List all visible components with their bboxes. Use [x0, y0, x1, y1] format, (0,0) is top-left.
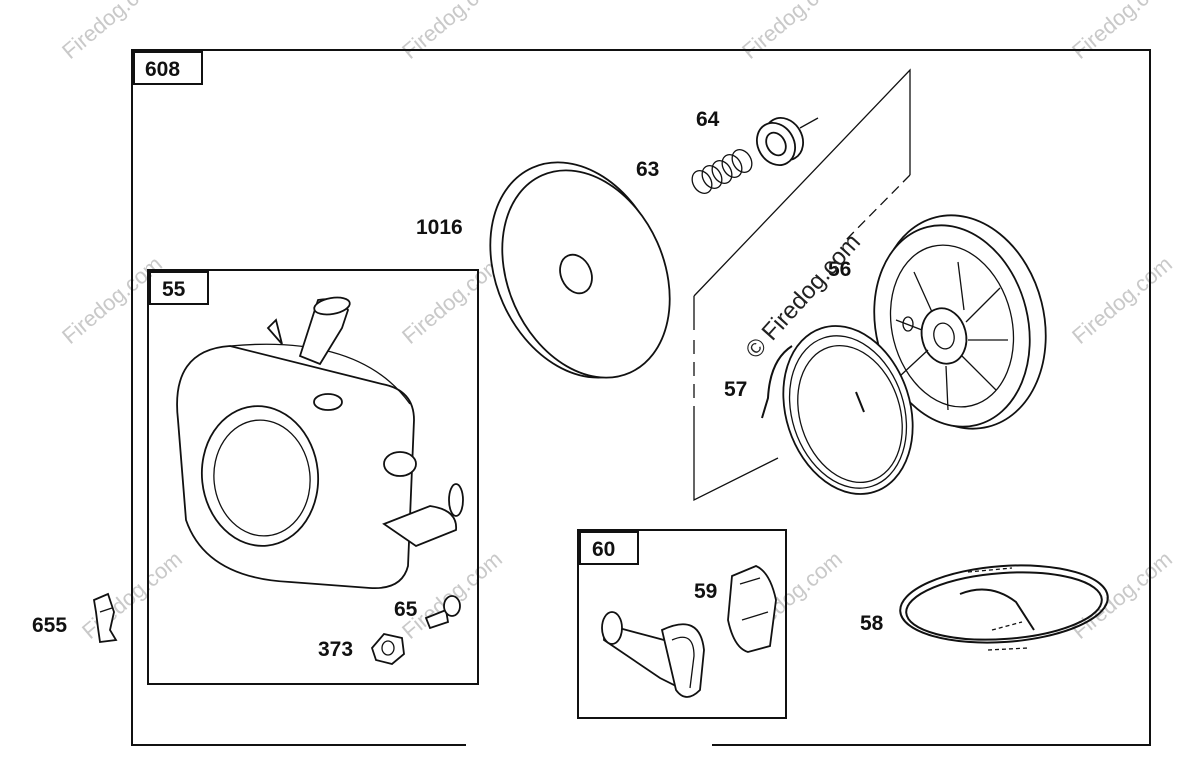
label-56: 56 — [828, 258, 851, 281]
watermark-tile: Firedog.com — [1067, 0, 1177, 64]
screw-65[interactable] — [424, 595, 461, 630]
recoil-spring-57[interactable] — [761, 309, 934, 511]
label-655: 655 — [32, 614, 67, 637]
clip-655[interactable] — [92, 592, 118, 644]
starter-housing-55[interactable] — [176, 295, 464, 589]
label-59: 59 — [694, 580, 717, 603]
handle-grip-60[interactable] — [601, 611, 705, 698]
watermark-tile: Firedog.com — [1067, 546, 1177, 644]
housing-box: 55 — [147, 269, 479, 685]
handle-box-label: 60 — [592, 538, 615, 561]
watermark-tile: Firedog.com — [397, 251, 507, 349]
watermark-tile: Firedog.com — [397, 546, 507, 644]
main-frame: 608 — [131, 49, 1151, 746]
watermark-tile: Firedog.com — [57, 0, 167, 64]
handle-insert-59[interactable] — [727, 565, 777, 653]
pulley-subassembly-frame — [693, 68, 911, 502]
washer-disc-1016[interactable] — [458, 134, 702, 405]
label-1016: 1016 — [416, 216, 463, 239]
spring-63[interactable] — [688, 146, 756, 197]
label-373: 373 — [318, 638, 353, 661]
bushing-64[interactable] — [749, 111, 819, 172]
pulley-56[interactable] — [854, 197, 1068, 446]
label-63: 63 — [636, 158, 659, 181]
label-58: 58 — [860, 612, 884, 635]
starter-rope-58[interactable] — [898, 559, 1111, 651]
main-frame-label: 608 — [145, 58, 180, 81]
label-64: 64 — [696, 108, 720, 131]
callout-labels: 1016 63 64 56 57 65 373 655 59 58 — [32, 108, 884, 661]
nut-373[interactable] — [370, 633, 405, 665]
watermark-tile: Firedog.com — [397, 0, 507, 64]
watermark-tile: Firedog.com — [737, 0, 847, 64]
watermark-tile: Firedog.com — [1067, 251, 1177, 349]
handle-box: 60 — [577, 529, 787, 719]
label-65: 65 — [394, 598, 418, 621]
label-57: 57 — [724, 378, 747, 401]
housing-box-label: 55 — [162, 278, 186, 301]
